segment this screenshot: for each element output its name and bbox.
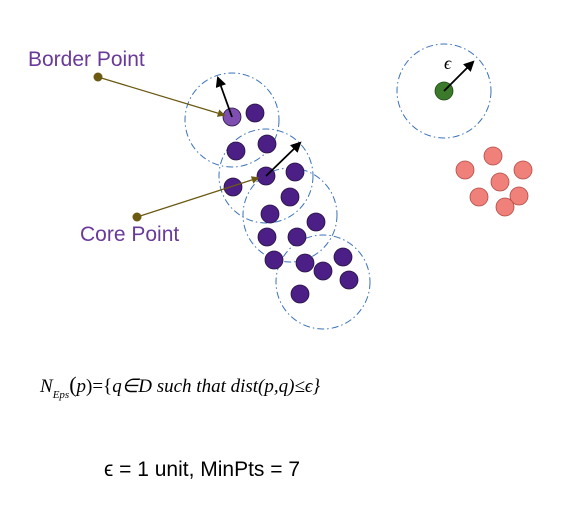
- formula-open: (: [69, 372, 76, 397]
- neighborhood-circles: [184, 43, 492, 330]
- noise-point: [483, 146, 503, 166]
- noise-point: [455, 160, 475, 180]
- formula-n: N: [39, 376, 54, 397]
- core-point-dot: [306, 212, 326, 232]
- core-point-dot: [257, 227, 277, 247]
- neighborhood-border-point: [184, 72, 280, 168]
- core-point-dot: [295, 253, 315, 273]
- formula-close-eq: )={: [86, 376, 112, 397]
- cluster-points: [222, 103, 359, 304]
- border-pointer-line: [97, 76, 226, 117]
- neighborhood-mid-2: [275, 234, 371, 330]
- core-point-dot: [287, 227, 307, 247]
- formula-p: p: [75, 376, 87, 397]
- noise-point: [513, 160, 533, 180]
- formula-args: (p,q)≤ϵ}: [258, 376, 320, 397]
- core-radius-arrow: [265, 141, 302, 177]
- core-point-dot: [333, 247, 353, 267]
- core-point-dot: [257, 134, 277, 154]
- epsilon-label: ϵ: [444, 53, 452, 73]
- noise-point: [495, 197, 515, 217]
- neighborhood-isolated-point: [396, 43, 492, 139]
- core-point-dot: [285, 162, 305, 182]
- noise-points: [455, 146, 533, 217]
- core-point-dot: [280, 187, 300, 207]
- noise-point: [469, 187, 489, 207]
- neighborhood-formula: NEps(p)={q∈D such that dist(p,q)≤ϵ}: [39, 372, 321, 401]
- core-point-dot: [245, 103, 265, 123]
- parameters-text: ϵ = 1 unit, MinPts = 7: [104, 458, 300, 481]
- core-point-dot: [226, 141, 246, 161]
- formula-sub: Eps: [52, 389, 70, 401]
- noise-point: [490, 172, 510, 192]
- core-point-dot: [223, 177, 243, 197]
- core-point-dot: [290, 284, 310, 304]
- border-point-label: Border Point: [28, 48, 145, 71]
- neighborhood-core-point: [218, 128, 314, 224]
- core-point-dot: [313, 261, 333, 281]
- core-point-dot: [260, 204, 280, 224]
- core-point-dot: [264, 250, 284, 270]
- noise-point: [509, 186, 529, 206]
- epsilon-radius-arrow: [443, 60, 475, 92]
- border-radius-arrow: [215, 75, 233, 118]
- core-point-dot: [339, 270, 359, 290]
- formula-body: q∈D such that dist: [112, 376, 259, 397]
- core-point-label: Core Point: [80, 223, 179, 246]
- core-pointer-line: [136, 176, 260, 218]
